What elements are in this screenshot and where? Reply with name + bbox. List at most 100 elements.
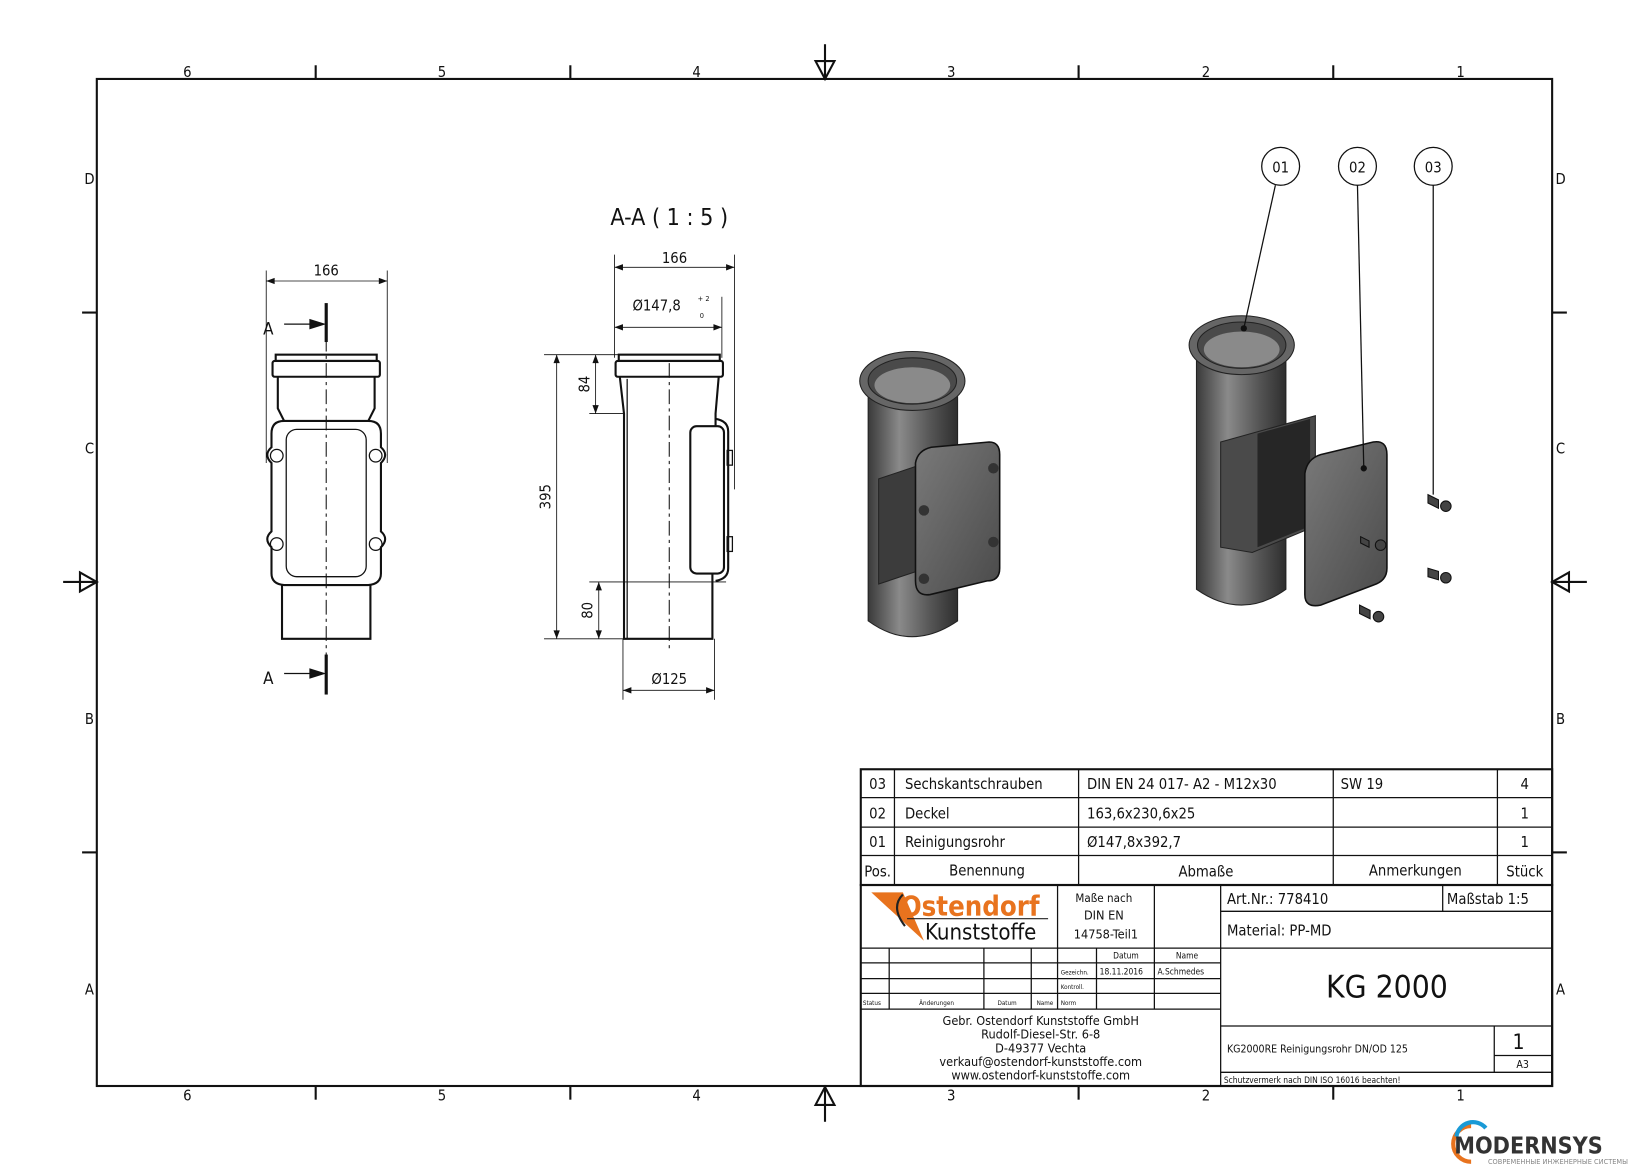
col-datum: Datum bbox=[1113, 951, 1139, 961]
zone-row-b: B bbox=[85, 711, 94, 728]
part-balloons: 01 02 03 bbox=[1240, 146, 1453, 495]
tolerance-upper: + 2 bbox=[698, 294, 710, 303]
address-line: Rudolf-Diesel-Str. 6-8 bbox=[981, 1027, 1100, 1042]
dims-cell: Ø147,8x392,7 bbox=[1087, 834, 1181, 851]
protection-note: Schutzvermerk nach DIN ISO 16016 beachte… bbox=[1224, 1075, 1401, 1085]
parts-header-row: Pos. Benennung Abmaße Anmerkungen Stück bbox=[864, 863, 1543, 881]
zone-column-labels: 6 5 4 3 2 1 6 5 4 3 2 1 D C B A D C B A bbox=[84, 64, 1565, 1105]
pos-cell: 01 bbox=[869, 834, 886, 851]
zone-col-5-bottom: 5 bbox=[438, 1088, 446, 1105]
dims-cell: 163,6x230,6x25 bbox=[1087, 806, 1195, 823]
rev-name: Name bbox=[1037, 1000, 1054, 1007]
name-cell: Reinigungsrohr bbox=[905, 834, 1006, 851]
front-width-dim: 166 bbox=[314, 263, 339, 280]
parts-row-02: 02 Deckel 163,6x230,6x25 1 bbox=[869, 806, 1529, 823]
drawing-description: KG2000RE Reinigungsrohr DN/OD 125 bbox=[1227, 1043, 1408, 1055]
address-website[interactable]: www.ostendorf-kunststoffe.com bbox=[951, 1068, 1130, 1083]
zone-col-3-bottom: 3 bbox=[947, 1088, 955, 1105]
zone-col-4: 4 bbox=[692, 64, 700, 81]
drawn-name: A.Schmedes bbox=[1158, 966, 1205, 976]
pos-cell: 03 bbox=[869, 776, 886, 793]
sheet-format: A3 bbox=[1516, 1059, 1529, 1071]
drawn-date: 18.11.2016 bbox=[1100, 966, 1143, 976]
watermark-brand: MODERNSYS bbox=[1454, 1133, 1602, 1159]
pos-cell: 02 bbox=[869, 806, 886, 823]
zone-row-a: A bbox=[85, 981, 94, 998]
zone-row-d: D bbox=[84, 171, 94, 188]
qty-cell: 1 bbox=[1521, 834, 1529, 851]
qty-cell: 1 bbox=[1521, 806, 1529, 823]
socket-dim: 84 bbox=[576, 376, 593, 393]
standard-line-3: 14758-Teil1 bbox=[1074, 927, 1138, 942]
balloon-01: 01 bbox=[1272, 160, 1289, 177]
section-view: A-A ( 1 : 5 ) 166 Ø147,8 + 2 0 395 84 80… bbox=[537, 205, 735, 700]
address-line: Gebr. Ostendorf Kunststoffe GmbH bbox=[943, 1013, 1139, 1028]
zone-row-b-right: B bbox=[1556, 711, 1565, 728]
drawing-title: KG 2000 bbox=[1326, 970, 1448, 1006]
logo-kunststoffe-text: Kunststoffe bbox=[925, 920, 1036, 946]
zone-col-6: 6 bbox=[183, 64, 191, 81]
article-number: Art.Nr.: 778410 bbox=[1227, 891, 1328, 908]
qty-cell: 4 bbox=[1521, 776, 1529, 793]
zone-col-3: 3 bbox=[947, 64, 955, 81]
zone-col-4-bottom: 4 bbox=[692, 1088, 700, 1105]
address-line: D-49377 Vechta bbox=[995, 1040, 1086, 1055]
header-qty: Stück bbox=[1506, 864, 1543, 881]
name-cell: Deckel bbox=[905, 806, 950, 823]
outlet-dim: Ø125 bbox=[651, 671, 687, 688]
tolerance-lower: 0 bbox=[700, 311, 704, 320]
material: Material: PP-MD bbox=[1227, 923, 1332, 940]
dims-cell: DIN EN 24 017- A2 - M12x30 bbox=[1087, 776, 1277, 793]
address-email[interactable]: verkauf@ostendorf-kunststoffe.com bbox=[939, 1054, 1142, 1069]
front-view: 166 A A bbox=[263, 263, 388, 695]
header-dims: Abmaße bbox=[1178, 864, 1233, 881]
section-title: A-A ( 1 : 5 ) bbox=[610, 205, 728, 231]
title-block: Ostendorf Kunststoffe Maße nach DIN EN 1… bbox=[859, 883, 1554, 1088]
standard-line-2: DIN EN bbox=[1084, 908, 1124, 923]
logo-ostendorf-text: Ostendorf bbox=[901, 892, 1040, 923]
zone-row-a-right: A bbox=[1556, 981, 1565, 998]
drawing-scale: Maßstab 1:5 bbox=[1447, 891, 1529, 908]
sheet-number: 1 bbox=[1512, 1029, 1524, 1054]
note-cell: SW 19 bbox=[1341, 776, 1384, 793]
header-pos: Pos. bbox=[864, 864, 891, 881]
zone-row-d-right: D bbox=[1555, 171, 1565, 188]
zone-col-2: 2 bbox=[1202, 64, 1210, 81]
company-address: Gebr. Ostendorf Kunststoffe GmbH Rudolf-… bbox=[939, 1013, 1142, 1083]
parts-list-table: 03 Sechskantschrauben DIN EN 24 017- A2 … bbox=[859, 768, 1554, 887]
watermark-tagline: СОВРЕМЕННЫЕ ИНЖЕНЕРНЫЕ СИСТЕМЫ bbox=[1488, 1157, 1628, 1166]
zone-row-c-right: C bbox=[1556, 441, 1565, 458]
rev-date: Datum bbox=[997, 1000, 1017, 1007]
header-note: Anmerkungen bbox=[1369, 863, 1462, 880]
isometric-exploded-view bbox=[1188, 315, 1452, 623]
modernsys-watermark: MODERNSYS СОВРЕМЕННЫЕ ИНЖЕНЕРНЫЕ СИСТЕМЫ bbox=[1451, 1120, 1628, 1166]
rev-changes: Änderungen bbox=[919, 998, 954, 1007]
balloon-03: 03 bbox=[1425, 160, 1442, 177]
isometric-assembled-view bbox=[859, 350, 1001, 638]
zone-col-1-bottom: 1 bbox=[1456, 1088, 1464, 1105]
screw-icons bbox=[1359, 493, 1452, 623]
zone-col-1: 1 bbox=[1456, 64, 1464, 81]
section-marker-top: A bbox=[263, 319, 274, 339]
centering-arrows bbox=[63, 44, 1587, 1122]
row-gezeichn: Gezeichn. bbox=[1061, 969, 1089, 976]
height-dim: 395 bbox=[537, 484, 554, 509]
row-kontroll: Kontroll. bbox=[1061, 984, 1084, 991]
rev-status: Status bbox=[863, 1000, 881, 1007]
header-name: Benennung bbox=[949, 863, 1025, 880]
zone-col-6-bottom: 6 bbox=[183, 1088, 191, 1105]
section-marker-bottom: A bbox=[263, 668, 274, 688]
zone-col-5: 5 bbox=[438, 64, 446, 81]
ostendorf-logo: Ostendorf Kunststoffe bbox=[871, 892, 1049, 946]
parts-row-03: 03 Sechskantschrauben DIN EN 24 017- A2 … bbox=[869, 776, 1529, 793]
zone-ticks bbox=[82, 65, 1567, 1100]
section-width-dim: 166 bbox=[662, 250, 687, 267]
balloon-02: 02 bbox=[1349, 160, 1366, 177]
diameter-dim: Ø147,8 bbox=[632, 297, 680, 314]
bottom-dim: 80 bbox=[579, 602, 596, 619]
col-name: Name bbox=[1176, 951, 1199, 961]
zone-row-c: C bbox=[85, 441, 94, 458]
name-cell: Sechskantschrauben bbox=[905, 776, 1043, 793]
standard-line-1: Maße nach bbox=[1075, 891, 1132, 905]
